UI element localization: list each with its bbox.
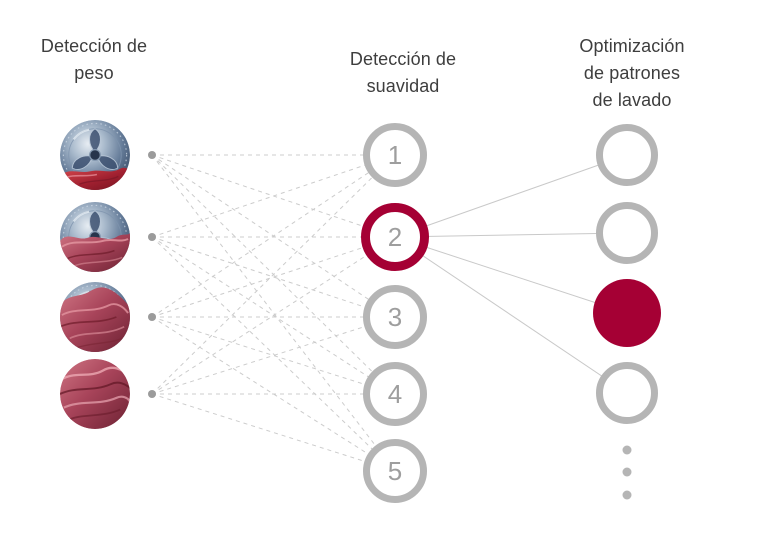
hidden-node-5-label: 5 — [387, 455, 403, 486]
hidden-node-1: 1 — [363, 123, 427, 187]
washer-drum-full-load-icon — [60, 359, 130, 429]
connector-dot-2 — [148, 233, 156, 241]
ellipsis-dot-3 — [622, 490, 632, 500]
input-node-image-4 — [60, 359, 130, 429]
hidden-node-5: 5 — [363, 439, 427, 503]
connector-dot-1 — [148, 151, 156, 159]
hidden-node-4-label: 4 — [387, 378, 403, 409]
hidden-node-1-label: 1 — [387, 139, 403, 170]
hidden-node-2: 2 — [361, 203, 429, 271]
washer-drum-light-load-icon — [60, 120, 130, 190]
ellipsis-dot-1 — [622, 445, 632, 455]
input-node-image-1 — [60, 120, 130, 190]
column-title-pattern-optimization: Optimización de patrones de lavado — [579, 36, 685, 110]
output-node-2 — [596, 202, 658, 264]
hidden-node-2-label: 2 — [387, 221, 403, 252]
connector-dot-3 — [148, 313, 156, 321]
washer-drum-heavy-load-icon — [60, 282, 130, 352]
input-node-image-3 — [60, 282, 130, 352]
output-node-1 — [596, 124, 658, 186]
connector-dot-4 — [148, 390, 156, 398]
input-node-image-2 — [60, 202, 130, 272]
hidden-node-3: 3 — [363, 285, 427, 349]
column-title-weight-detection: Detección de peso — [40, 36, 148, 83]
hidden-node-3-label: 3 — [387, 301, 403, 332]
ellipsis-dot-2 — [622, 467, 632, 477]
output-node-3 — [593, 279, 661, 347]
output-node-4 — [596, 362, 658, 424]
column-title-softness-detection: Detección de suavidad — [349, 49, 457, 96]
washer-drum-half-load-icon — [60, 202, 130, 272]
hidden-node-4: 4 — [363, 362, 427, 426]
